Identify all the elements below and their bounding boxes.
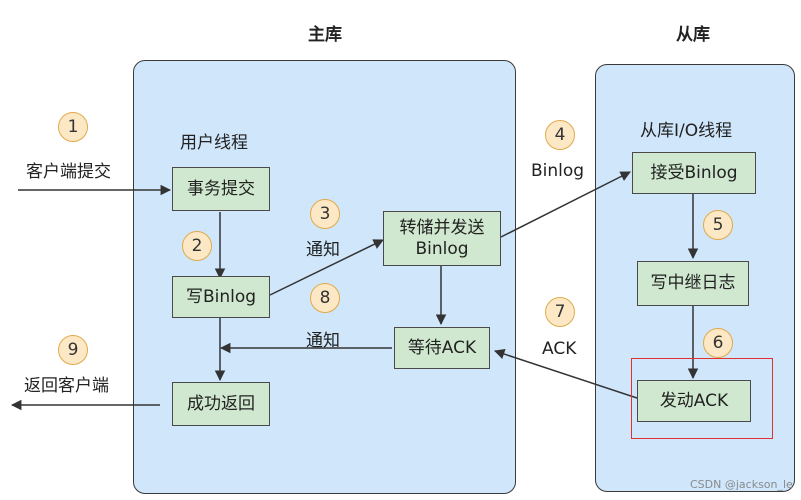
watermark: CSDN @jackson_le	[690, 478, 793, 491]
step-badge-1: 1	[58, 112, 88, 142]
arrow-ack-to-wait	[494, 348, 638, 399]
node-send-ack: 发动ACK	[637, 380, 751, 422]
node-dump-binlog: 转储并发送 Binlog	[383, 211, 501, 266]
master-title: 主库	[308, 25, 342, 45]
io-thread-label: 从库I/O线程	[640, 121, 733, 141]
user-thread-label: 用户线程	[180, 133, 248, 153]
step-badge-4: 4	[545, 120, 575, 150]
node-write-relay-log: 写中继日志	[637, 261, 749, 306]
step-badge-2: 2	[182, 231, 212, 261]
arrow-dump-to-slave	[500, 171, 631, 238]
step-badge-5: 5	[703, 210, 733, 240]
label-return-client: 返回客户端	[24, 376, 109, 396]
highlight-box	[631, 358, 773, 439]
label-client-commit: 客户端提交	[26, 162, 111, 182]
node-transaction-commit: 事务提交	[172, 167, 270, 211]
label-ack: ACK	[542, 339, 577, 359]
step-badge-8: 8	[310, 283, 340, 313]
node-wait-ack: 等待ACK	[394, 327, 490, 369]
label-binlog: Binlog	[531, 161, 585, 181]
arrow-binlog-to-dump	[269, 239, 384, 296]
node-write-binlog: 写Binlog	[172, 276, 270, 318]
label-notify-1: 通知	[306, 240, 340, 260]
node-success-return: 成功返回	[172, 382, 270, 426]
step-badge-3: 3	[310, 199, 340, 229]
step-badge-7: 7	[545, 297, 575, 327]
label-notify-2: 通知	[306, 331, 340, 351]
step-badge-9: 9	[58, 335, 88, 365]
step-badge-6: 6	[703, 328, 733, 358]
node-receive-binlog: 接受Binlog	[632, 152, 756, 194]
slave-title: 从库	[676, 25, 710, 45]
